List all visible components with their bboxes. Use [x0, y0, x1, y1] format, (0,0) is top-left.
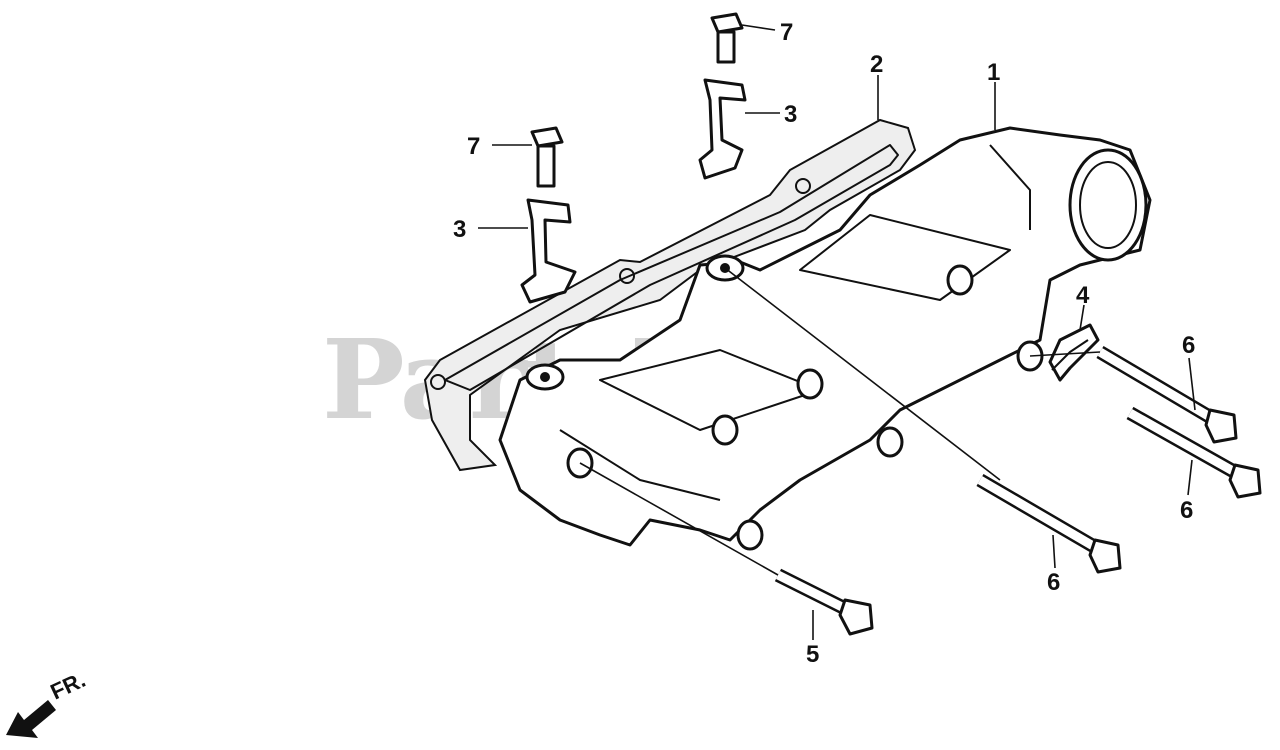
- clamp[interactable]: [1048, 323, 1100, 382]
- callout-labels: 1 2 3 3 4 5 6 6 6 7 7: [453, 19, 1195, 668]
- front-label: FR.: [47, 667, 90, 705]
- stay-upper[interactable]: [698, 78, 747, 180]
- bolt-7-lower[interactable]: [530, 126, 564, 188]
- callout-6-right: 6: [1180, 497, 1193, 524]
- bolt-6-right[interactable]: [1126, 406, 1262, 499]
- callout-3-upper: 3: [784, 101, 797, 128]
- gasket[interactable]: [423, 118, 917, 472]
- callout-6-bottom: 6: [1047, 569, 1060, 596]
- bolt-6-lower[interactable]: [976, 473, 1122, 574]
- callout-7-upper: 7: [780, 19, 793, 46]
- callout-6-top: 6: [1182, 332, 1195, 359]
- callout-5: 5: [806, 641, 819, 668]
- front-direction: FR.: [6, 667, 89, 738]
- bolt-7-upper[interactable]: [710, 12, 744, 64]
- stay-lower[interactable]: [520, 198, 577, 304]
- callout-1: 1: [987, 59, 1000, 86]
- assembly-lines: [579, 267, 1101, 576]
- bolt-6-middle[interactable]: [1096, 345, 1238, 444]
- callout-2: 2: [870, 51, 883, 78]
- callout-4: 4: [1076, 282, 1090, 309]
- callout-7-lower: 7: [467, 133, 480, 160]
- leader-lines: [478, 24, 1196, 640]
- bolt-5[interactable]: [774, 568, 874, 636]
- callout-3-lower: 3: [453, 216, 466, 243]
- front-arrow-icon: [6, 700, 56, 738]
